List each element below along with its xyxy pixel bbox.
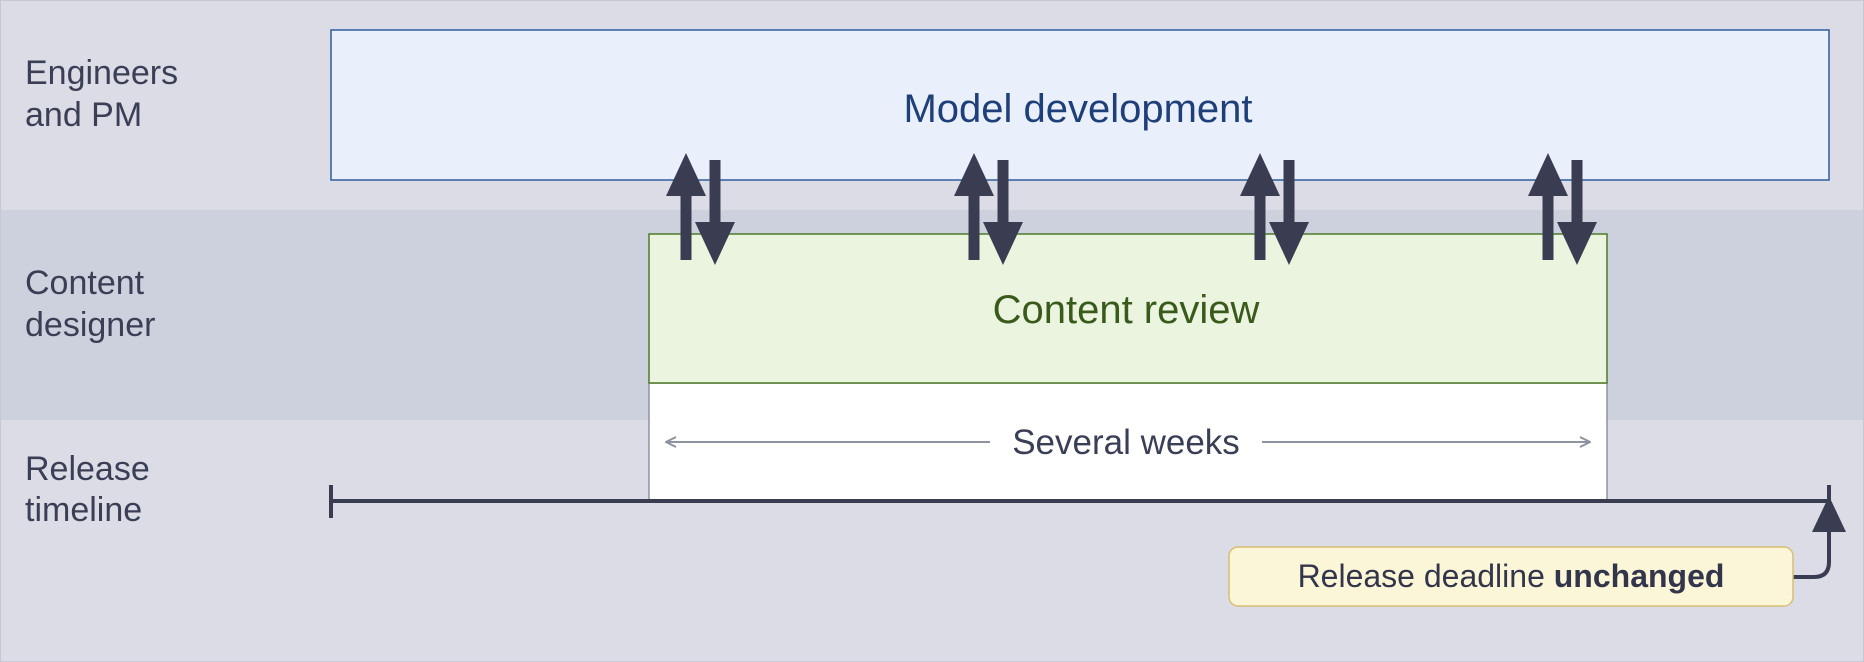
handoff-up-head-1	[666, 153, 706, 196]
release-deadline-text: Release deadline unchanged	[1298, 558, 1725, 594]
several-weeks-label: Several weeks	[1012, 423, 1240, 462]
handoff-up-head-3	[1240, 153, 1280, 196]
deadline-connector	[1793, 528, 1831, 579]
release-deadline-emphasis: unchanged	[1554, 558, 1725, 594]
handoff-arrows-3	[1240, 153, 1309, 265]
handoff-up-head-2	[954, 153, 994, 196]
lane-label-engineers-pm-line2: and PM	[25, 96, 142, 134]
lane-label-release-timeline: Release timeline	[25, 450, 159, 529]
release-deadline-callout	[1228, 546, 1794, 607]
model-development-label: Model development	[903, 87, 1252, 131]
content-review-box	[648, 233, 1608, 384]
lane-label-content-designer-line2: designer	[25, 306, 155, 344]
handoff-arrows-4	[1528, 153, 1597, 265]
handoff-down-head-3	[1269, 222, 1309, 265]
model-development-box	[330, 29, 1830, 181]
handoff-up-head-4	[1528, 153, 1568, 196]
lane-label-engineers-pm-line1: Engineers	[25, 54, 178, 92]
handoff-arrows-1	[666, 153, 735, 265]
lane-label-content-designer: Content designer	[25, 264, 155, 344]
release-deadline-prefix: Release deadline	[1298, 558, 1554, 594]
handoff-down-head-4	[1557, 222, 1597, 265]
lane-label-release-timeline-line1: Release	[25, 450, 150, 488]
lane-label-content-designer-line1: Content	[25, 264, 145, 302]
handoff-arrows-2	[954, 153, 1023, 265]
deadline-arrowhead	[1812, 496, 1846, 532]
lane-label-release-timeline-line2: timeline	[25, 491, 142, 529]
handoff-down-head-1	[695, 222, 735, 265]
lane-label-engineers-pm: Engineers and PM	[25, 54, 188, 134]
handoff-down-head-2	[983, 222, 1023, 265]
content-review-label: Content review	[993, 288, 1260, 332]
